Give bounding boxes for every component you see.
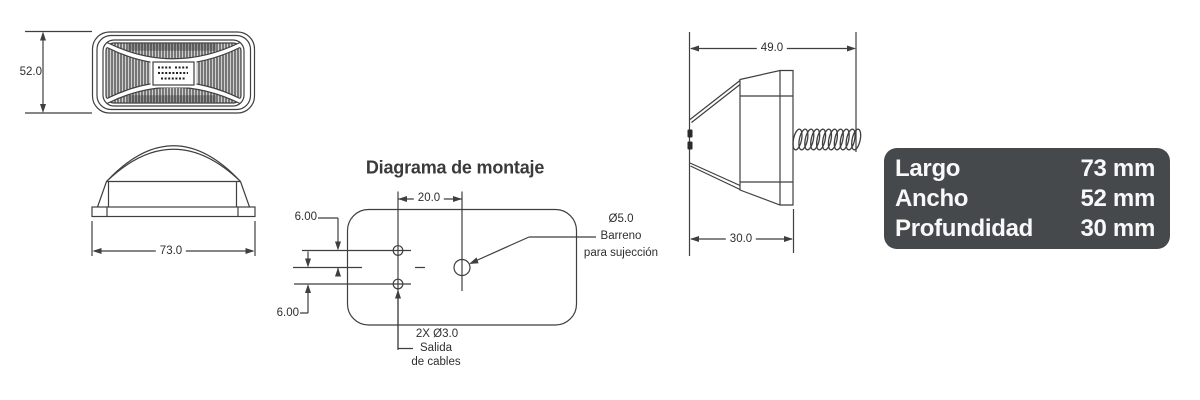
- coiled-wire: [792, 128, 862, 151]
- lens-cone-top: [689, 80, 741, 123]
- dim-label-20: 20.0: [413, 192, 445, 204]
- spec-row-largo: Largo 73 mm: [895, 154, 1155, 184]
- cable-leader: [397, 298, 413, 350]
- front-view: [25, 30, 256, 114]
- cable-holes-label-line3: de cables: [411, 355, 461, 368]
- dome-arc: [106, 145, 241, 182]
- spec-value-ancho: 52 mm: [1080, 184, 1155, 212]
- housing-body: [739, 69, 794, 206]
- spec-row-profundidad: Profundidad 30 mm: [895, 214, 1155, 244]
- side-view: [687, 32, 862, 256]
- spec-value-largo: 73 mm: [1080, 154, 1155, 182]
- screw-hole-label-line3: para sujección: [583, 246, 659, 259]
- lens-cone-bottom: [689, 162, 741, 191]
- extension-lines-73: [91, 221, 256, 256]
- spec-label-largo: Largo: [895, 154, 961, 182]
- dim-label-49: 49.0: [756, 42, 788, 54]
- lens-frame: [102, 39, 245, 107]
- screw-hole-label-line2: Barreno: [600, 230, 642, 242]
- cable-hole-top: [392, 245, 404, 256]
- mounting-diagram-title: Diagrama de montaje: [365, 157, 545, 178]
- spec-row-ancho: Ancho 52 mm: [895, 184, 1155, 214]
- mounting-diagram: [293, 191, 596, 350]
- molded-text-marks: [158, 66, 188, 80]
- spec-label-ancho: Ancho: [895, 184, 969, 212]
- cable-holes-label-diameter: 2X Ø3.0: [415, 328, 459, 340]
- lamp-outer-bezel: [91, 31, 256, 114]
- dim-label-6-bottom: 6.00: [276, 307, 299, 319]
- dim-label-52: 52.0: [19, 66, 42, 78]
- base-flange: [91, 206, 256, 218]
- dim-label-6-top: 6.00: [294, 211, 317, 223]
- cable-holes-label-line2: Salida: [420, 342, 452, 354]
- spec-label-profundidad: Profundidad: [895, 214, 1034, 242]
- spec-table: Largo 73 mm Ancho 52 mm Profundidad 30 m…: [884, 148, 1170, 249]
- extension-lines-52: [25, 30, 92, 114]
- lamp-mid-bezel: [96, 34, 252, 111]
- profile-view: [91, 145, 256, 256]
- screw-hole-leader: [471, 236, 596, 264]
- screw-hole-label-diameter: Ø5.0: [608, 213, 634, 225]
- cable-hole-bottom: [392, 278, 404, 290]
- spec-value-profundidad: 30 mm: [1080, 214, 1155, 242]
- dim-label-30: 30.0: [725, 233, 757, 245]
- dim-label-73: 73.0: [155, 245, 187, 257]
- screw-hole: [453, 258, 471, 277]
